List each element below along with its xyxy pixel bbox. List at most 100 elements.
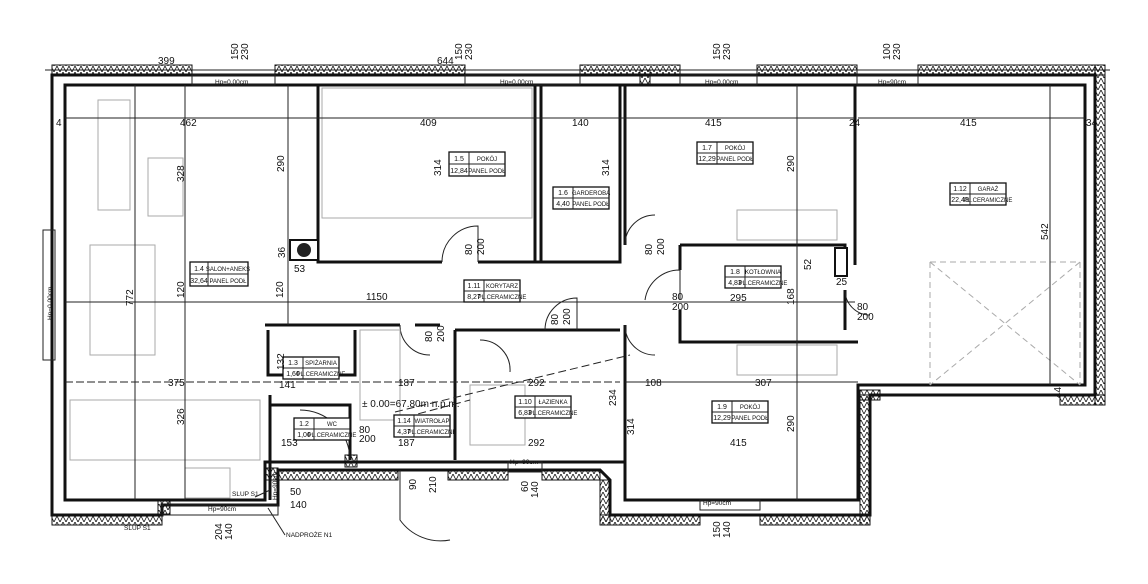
svg-text:SPIŻARNIA: SPIŻARNIA — [305, 360, 337, 367]
exterior-insulation — [51, 64, 1106, 526]
svg-text:PANEL PODŁ: PANEL PODŁ — [716, 157, 754, 163]
svg-text:120: 120 — [275, 281, 286, 298]
window-labels: Hp=0.00cm Hp=0.00cm Hp=0.00cm Hp=90cm Hp… — [47, 79, 906, 513]
svg-text:230: 230 — [240, 43, 251, 60]
svg-text:153: 153 — [281, 438, 298, 449]
svg-text:200: 200 — [562, 308, 573, 325]
svg-text:187: 187 — [398, 438, 415, 449]
svg-text:200: 200 — [476, 238, 487, 255]
svg-text:Hp=90cm: Hp=90cm — [878, 79, 906, 86]
svg-text:1.14: 1.14 — [397, 418, 411, 425]
svg-text:1.12: 1.12 — [953, 186, 967, 193]
svg-text:Hp=0.00cm: Hp=0.00cm — [705, 79, 738, 86]
svg-text:44: 44 — [1053, 386, 1064, 398]
svg-text:200: 200 — [436, 325, 447, 342]
svg-text:415: 415 — [730, 438, 747, 449]
svg-text:KOTŁOWNIA: KOTŁOWNIA — [745, 270, 781, 276]
svg-text:1.2: 1.2 — [299, 421, 309, 428]
svg-text:PL.CERAMICZNE: PL.CERAMICZNE — [297, 372, 346, 378]
svg-text:1.3: 1.3 — [288, 360, 298, 367]
svg-text:314: 314 — [601, 159, 612, 176]
svg-text:375: 375 — [168, 378, 185, 389]
svg-text:WC: WC — [327, 422, 338, 428]
svg-text:100: 100 — [882, 43, 893, 60]
svg-text:PANEL PODŁ: PANEL PODŁ — [209, 279, 247, 285]
svg-text:290: 290 — [786, 155, 797, 172]
svg-text:1150: 1150 — [366, 292, 388, 303]
svg-text:POKÓJ: POKÓJ — [477, 156, 497, 163]
svg-text:PL.CERAMICZNE: PL.CERAMICZNE — [739, 281, 788, 287]
svg-text:150: 150 — [712, 43, 723, 60]
svg-text:PL.CERAMICZNE: PL.CERAMICZNE — [408, 430, 457, 436]
svg-text:292: 292 — [528, 378, 545, 389]
svg-text:60: 60 — [520, 480, 531, 492]
lintel-label: NADPROŻE N1 — [286, 530, 333, 539]
svg-text:141: 141 — [279, 380, 296, 391]
svg-text:168: 168 — [786, 288, 797, 305]
svg-text:328: 328 — [176, 165, 187, 182]
svg-text:Hp=90cm: Hp=90cm — [510, 459, 538, 466]
svg-text:307: 307 — [755, 378, 772, 389]
svg-text:90: 90 — [408, 478, 419, 490]
svg-text:80: 80 — [464, 243, 475, 255]
svg-text:12,29: 12,29 — [713, 415, 731, 422]
svg-text:150: 150 — [454, 43, 465, 60]
svg-text:GARAŻ: GARAŻ — [978, 186, 999, 193]
svg-text:12,84: 12,84 — [450, 168, 468, 175]
pillar-label: SLUP S1 — [232, 491, 259, 498]
svg-text:22,49: 22,49 — [951, 197, 969, 204]
svg-text:772: 772 — [125, 289, 136, 306]
svg-text:80: 80 — [857, 302, 869, 313]
svg-text:PL.CERAMICZNE: PL.CERAMICZNE — [964, 198, 1013, 204]
exterior-walls — [50, 73, 1097, 517]
svg-text:KORYTARZ: KORYTARZ — [486, 284, 518, 290]
svg-text:36: 36 — [277, 246, 288, 258]
svg-text:4: 4 — [56, 118, 62, 129]
svg-text:1.8: 1.8 — [730, 269, 740, 276]
svg-text:PL.CERAMICZNE: PL.CERAMICZNE — [529, 411, 578, 417]
svg-text:1.9: 1.9 — [717, 404, 727, 411]
svg-text:187: 187 — [398, 378, 415, 389]
svg-text:Hp=0.00cm: Hp=0.00cm — [47, 287, 54, 320]
svg-text:150: 150 — [712, 521, 723, 538]
svg-text:409: 409 — [420, 118, 437, 129]
svg-text:200: 200 — [656, 238, 667, 255]
svg-text:326: 326 — [176, 408, 187, 425]
svg-text:Hp=90cm: Hp=90cm — [272, 472, 279, 500]
svg-text:1.10: 1.10 — [518, 399, 532, 406]
windows — [42, 74, 919, 516]
svg-text:1,06: 1,06 — [297, 432, 311, 439]
svg-text:140: 140 — [530, 481, 541, 498]
svg-text:Hp=90cm: Hp=90cm — [208, 506, 236, 513]
svg-text:PANEL PODŁ: PANEL PODŁ — [468, 169, 506, 175]
svg-text:80: 80 — [359, 425, 371, 436]
svg-text:210: 210 — [428, 476, 439, 493]
svg-text:140: 140 — [722, 521, 733, 538]
svg-text:120: 120 — [176, 281, 187, 298]
svg-text:SALON+ANEKS: SALON+ANEKS — [206, 267, 250, 273]
svg-text:Hp=90cm: Hp=90cm — [703, 500, 731, 507]
svg-text:80: 80 — [672, 292, 684, 303]
svg-text:1.4: 1.4 — [194, 266, 204, 273]
svg-text:12,29: 12,29 — [698, 156, 716, 163]
svg-text:25: 25 — [836, 277, 848, 288]
svg-text:24: 24 — [849, 118, 861, 129]
svg-text:108: 108 — [645, 378, 662, 389]
dimension-labels: 399 644 150 230 150 230 150 230 100 230 … — [56, 43, 1098, 540]
svg-text:6,83: 6,83 — [518, 410, 532, 417]
svg-text:80: 80 — [424, 330, 435, 342]
svg-text:PL.CERAMICZNE: PL.CERAMICZNE — [478, 295, 527, 301]
svg-text:80: 80 — [550, 313, 561, 325]
svg-text:1.6: 1.6 — [558, 190, 568, 197]
svg-text:ŁAZIENKA: ŁAZIENKA — [538, 400, 567, 406]
svg-text:1.7: 1.7 — [702, 145, 712, 152]
svg-text:314: 314 — [433, 159, 444, 176]
